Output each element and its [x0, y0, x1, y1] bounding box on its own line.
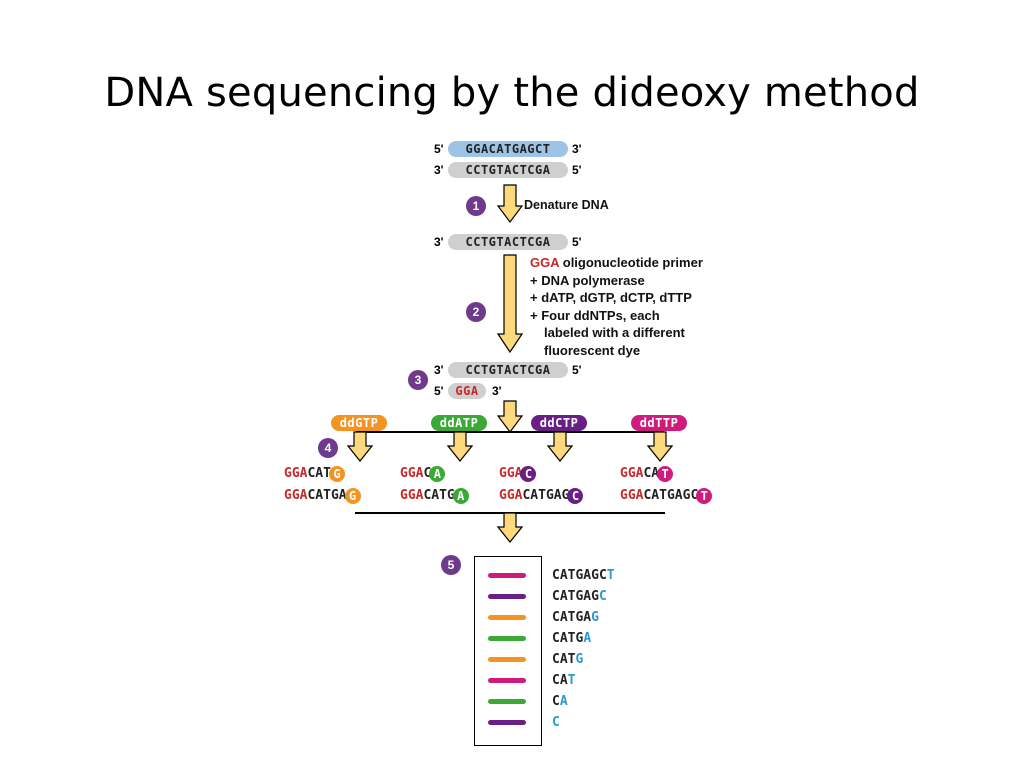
slide-title: DNA sequencing by the dideoxy method	[104, 70, 920, 116]
gel-band	[488, 594, 526, 599]
component-ddntps-cont: fluorescent dye	[544, 342, 641, 358]
five-prime-label: 5'	[434, 142, 444, 156]
dye-dot: T	[657, 465, 674, 482]
three-prime-label: 3'	[492, 384, 502, 398]
component-ddntps-cont: labeled with a different	[544, 325, 685, 340]
step-4-badge: 4	[318, 438, 338, 458]
down-arrow-icon	[497, 254, 523, 354]
gel-sequence: CATGA	[552, 631, 592, 646]
gel-band	[488, 678, 526, 683]
gel-sequence: CATGAGC	[552, 589, 607, 604]
gel-band	[488, 699, 526, 704]
gel-sequence: CAT	[552, 673, 576, 688]
dye-dot: T	[696, 487, 713, 504]
three-prime-label: 3'	[434, 363, 444, 377]
bottom-strand: CCTGTACTCGA	[448, 162, 568, 178]
component-ddntps: + Four ddNTPs, each	[530, 307, 660, 323]
primer-label: oligonucleotide primer	[559, 255, 703, 270]
component-polymerase: + DNA polymerase	[530, 272, 645, 288]
gel-sequence: CA	[552, 694, 568, 709]
gel-band	[488, 573, 526, 578]
five-prime-label: 5'	[572, 163, 582, 177]
gel-band	[488, 615, 526, 620]
gel-sequence: CATGAGCT	[552, 568, 615, 583]
down-arrow-icon	[347, 431, 373, 462]
step-1-label: Denature DNA	[524, 198, 609, 212]
dye-dot: G	[328, 465, 345, 482]
ddatp-label: ddATP	[431, 415, 487, 431]
component-dntps: + dATP, dGTP, dCTP, dTTP	[530, 290, 692, 305]
step-3-badge: 3	[408, 370, 428, 390]
down-arrow-icon	[647, 431, 673, 462]
step-1-badge: 1	[466, 196, 486, 216]
primer-strand: GGA	[448, 383, 486, 399]
down-arrow-icon	[497, 512, 523, 543]
dye-dot: C	[520, 465, 537, 482]
split-line	[356, 431, 664, 433]
down-arrow-icon	[547, 431, 573, 462]
three-prime-label: 3'	[434, 235, 444, 249]
gel-lane	[474, 556, 542, 746]
three-prime-label: 3'	[434, 163, 444, 177]
primer-text: GGA	[530, 255, 560, 270]
down-arrow-icon	[497, 400, 523, 433]
gel-band	[488, 657, 526, 662]
reaction-components: GGA oligonucleotide primer + DNA polymer…	[530, 254, 703, 359]
gel-band	[488, 720, 526, 725]
step-5-badge: 5	[441, 555, 461, 575]
gel-sequence: C	[552, 715, 560, 730]
five-prime-label: 5'	[572, 235, 582, 249]
three-prime-label: 3'	[572, 142, 582, 156]
dye-dot: C	[567, 487, 584, 504]
down-arrow-icon	[447, 431, 473, 462]
ddgtp-label: ddGTP	[331, 415, 387, 431]
step-2-badge: 2	[466, 302, 486, 322]
dye-dot: A	[452, 487, 469, 504]
gel-band	[488, 636, 526, 641]
five-prime-label: 5'	[572, 363, 582, 377]
top-strand: GGACATGAGCT	[448, 141, 568, 157]
dye-dot: A	[429, 465, 446, 482]
template-strand: CCTGTACTCGA	[448, 362, 568, 378]
ddttp-label: ddTTP	[631, 415, 687, 431]
gel-sequence: CATGAG	[552, 610, 599, 625]
template-strand: CCTGTACTCGA	[448, 234, 568, 250]
down-arrow-icon	[497, 184, 523, 223]
gel-sequence: CATG	[552, 652, 584, 667]
dye-dot: G	[344, 487, 361, 504]
ddctp-label: ddCTP	[531, 415, 587, 431]
five-prime-label: 5'	[434, 384, 444, 398]
